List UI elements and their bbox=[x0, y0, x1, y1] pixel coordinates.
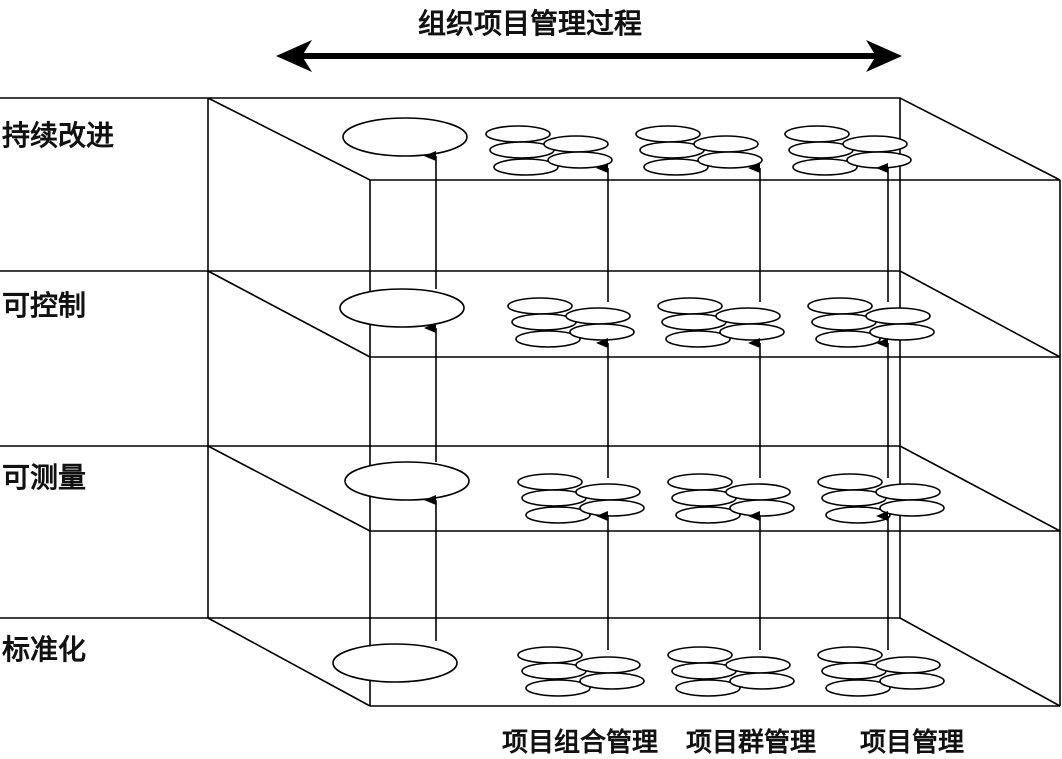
small-ellipse bbox=[565, 307, 631, 325]
small-ellipse bbox=[817, 646, 883, 664]
small-ellipse bbox=[575, 483, 641, 501]
big-ellipse bbox=[344, 461, 470, 501]
column-label-program: 项目群管理 bbox=[686, 728, 817, 758]
process-direction-arrow bbox=[276, 40, 902, 72]
small-ellipse bbox=[807, 297, 873, 315]
small-ellipse bbox=[493, 158, 559, 176]
small-ellipse bbox=[729, 499, 795, 517]
small-ellipse bbox=[729, 672, 795, 690]
small-ellipse bbox=[665, 330, 731, 348]
element-ellipses bbox=[332, 117, 945, 697]
small-ellipse bbox=[715, 307, 781, 325]
level-label-controlled: 可控制 bbox=[2, 289, 87, 322]
small-ellipse bbox=[792, 158, 858, 176]
small-ellipse bbox=[485, 125, 551, 143]
small-ellipse bbox=[817, 473, 883, 491]
small-ellipse bbox=[515, 330, 581, 348]
small-ellipse bbox=[525, 506, 591, 524]
small-ellipse bbox=[517, 473, 583, 491]
small-ellipse bbox=[879, 499, 945, 517]
small-ellipse bbox=[879, 672, 945, 690]
small-ellipse bbox=[865, 307, 931, 325]
column-label-portfolio: 项目组合管理 bbox=[502, 728, 659, 758]
small-ellipse bbox=[693, 135, 759, 153]
small-ellipse bbox=[675, 679, 741, 697]
small-ellipse bbox=[784, 125, 850, 143]
small-ellipse bbox=[825, 679, 891, 697]
upward-arrows bbox=[424, 151, 889, 650]
big-ellipse bbox=[339, 288, 465, 328]
level-rules bbox=[0, 97, 208, 619]
small-ellipse bbox=[635, 125, 701, 143]
small-ellipse bbox=[525, 679, 591, 697]
small-ellipse bbox=[569, 323, 635, 341]
small-ellipse bbox=[667, 646, 733, 664]
small-ellipse bbox=[579, 499, 645, 517]
diagram-title: 组织项目管理过程 bbox=[417, 7, 642, 40]
small-ellipse bbox=[675, 506, 741, 524]
small-ellipse bbox=[517, 646, 583, 664]
small-ellipse bbox=[875, 656, 941, 674]
layered-box bbox=[207, 97, 1061, 707]
small-ellipse bbox=[825, 506, 891, 524]
small-ellipse bbox=[575, 656, 641, 674]
level-label-standardized: 标准化 bbox=[2, 633, 87, 666]
small-ellipse bbox=[869, 323, 935, 341]
column-label-project: 项目管理 bbox=[860, 728, 965, 758]
small-ellipse bbox=[507, 297, 573, 315]
small-ellipse bbox=[842, 135, 908, 153]
big-ellipse bbox=[342, 117, 468, 157]
big-ellipse bbox=[332, 643, 458, 683]
small-ellipse bbox=[725, 483, 791, 501]
small-ellipse bbox=[657, 297, 723, 315]
small-ellipse bbox=[846, 151, 912, 169]
small-ellipse bbox=[547, 151, 613, 169]
small-ellipse bbox=[875, 483, 941, 501]
small-ellipse bbox=[667, 473, 733, 491]
small-ellipse bbox=[725, 656, 791, 674]
small-ellipse bbox=[543, 135, 609, 153]
small-ellipse bbox=[579, 672, 645, 690]
level-label-measured: 可测量 bbox=[2, 461, 87, 494]
small-ellipse bbox=[643, 158, 709, 176]
small-ellipse bbox=[697, 151, 763, 169]
small-ellipse bbox=[719, 323, 785, 341]
level-label-continuous-improvement: 持续改进 bbox=[2, 119, 115, 152]
